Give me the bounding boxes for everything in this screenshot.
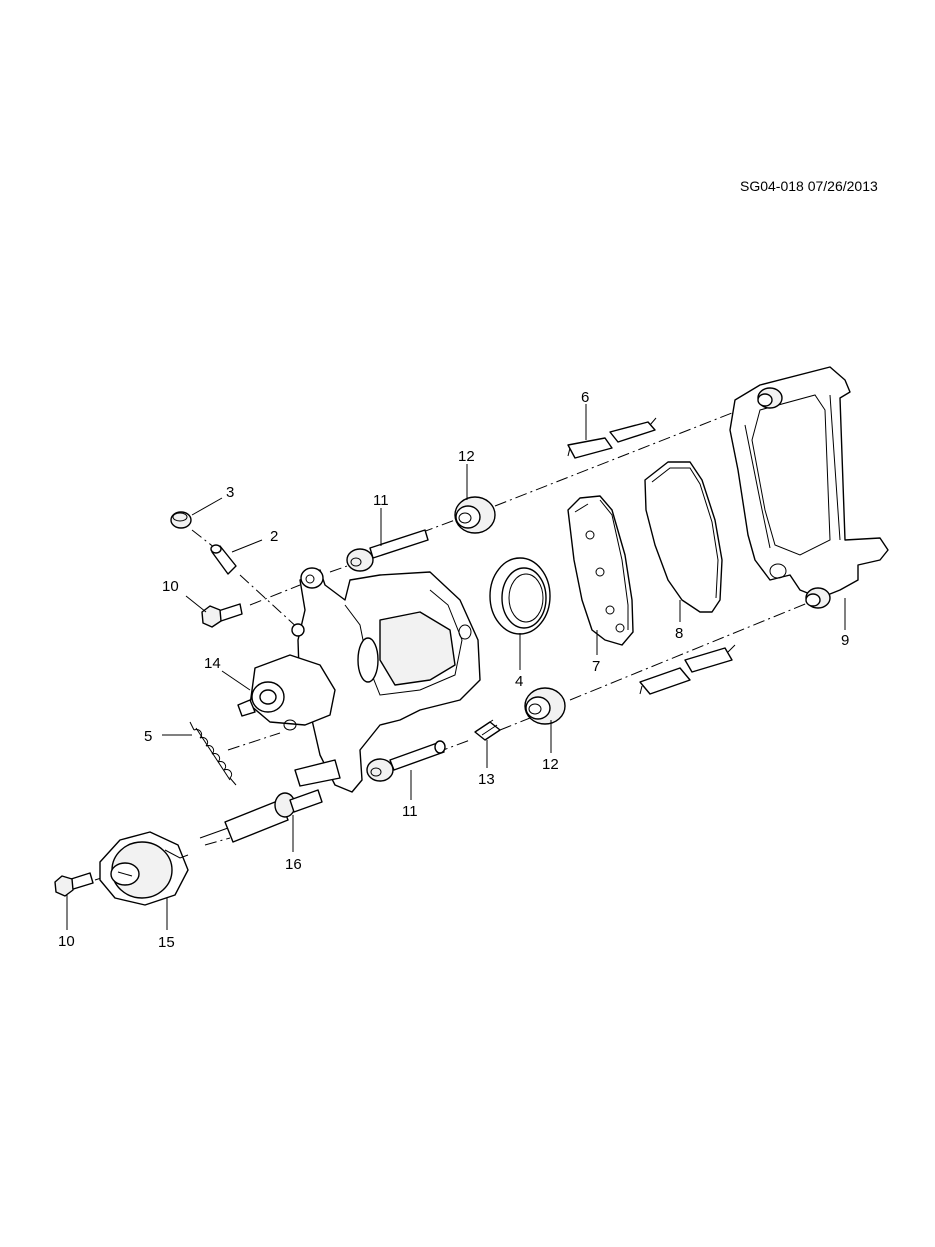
callout-15: 15 xyxy=(158,934,175,951)
bleeder-cap xyxy=(170,511,192,529)
callout-10-upper: 10 xyxy=(162,578,179,595)
center-line-lower xyxy=(227,599,816,769)
guide-pin-lower xyxy=(366,740,446,782)
callout-12-upper: 12 xyxy=(458,448,475,465)
callout-5: 5 xyxy=(144,728,152,745)
callout-11-lower: 11 xyxy=(402,803,418,820)
pad-clip-upper xyxy=(567,417,657,459)
callout-14: 14 xyxy=(204,655,221,672)
callout-11-upper: 11 xyxy=(373,492,389,509)
bleeder-valve xyxy=(210,544,237,575)
piston-seal xyxy=(489,557,551,635)
bolt-lower xyxy=(54,872,94,897)
pad-clip-lower xyxy=(639,644,736,695)
outer-brake-pad xyxy=(644,461,723,613)
callout-12-lower: 12 xyxy=(542,756,559,773)
document-id: SG04-018 07/26/2013 xyxy=(740,178,878,194)
caliper-bracket xyxy=(729,366,889,609)
inner-brake-pad xyxy=(567,495,634,646)
callout-3: 3 xyxy=(226,484,234,501)
guide-pin-upper xyxy=(346,529,429,572)
callout-6: 6 xyxy=(581,389,589,406)
callout-7: 7 xyxy=(592,658,600,675)
caliper-housing xyxy=(291,567,481,793)
callout-2: 2 xyxy=(270,528,278,545)
callout-4: 4 xyxy=(515,673,523,690)
callout-labels: 6 12 3 11 2 10 14 4 7 8 9 5 13 12 11 16 … xyxy=(58,389,849,951)
callout-10-lower: 10 xyxy=(58,933,75,950)
callout-16: 16 xyxy=(285,856,302,873)
actuator-shaft xyxy=(199,789,323,843)
pin-boot-lower xyxy=(524,687,566,725)
center-line-upper xyxy=(249,399,766,606)
assembly-center-lines xyxy=(94,399,816,881)
parking-brake-lever xyxy=(237,654,336,731)
callout-9: 9 xyxy=(841,632,849,649)
leader-lines xyxy=(66,404,846,930)
return-spring xyxy=(189,721,237,786)
parking-brake-actuator xyxy=(99,831,189,906)
pin-boot-upper xyxy=(454,496,496,534)
center-line-shaft xyxy=(94,837,231,881)
callout-13: 13 xyxy=(478,771,495,788)
sleeve xyxy=(474,719,501,741)
center-line-cap xyxy=(191,529,301,631)
bolt-upper xyxy=(201,603,243,628)
callout-8: 8 xyxy=(675,625,683,642)
